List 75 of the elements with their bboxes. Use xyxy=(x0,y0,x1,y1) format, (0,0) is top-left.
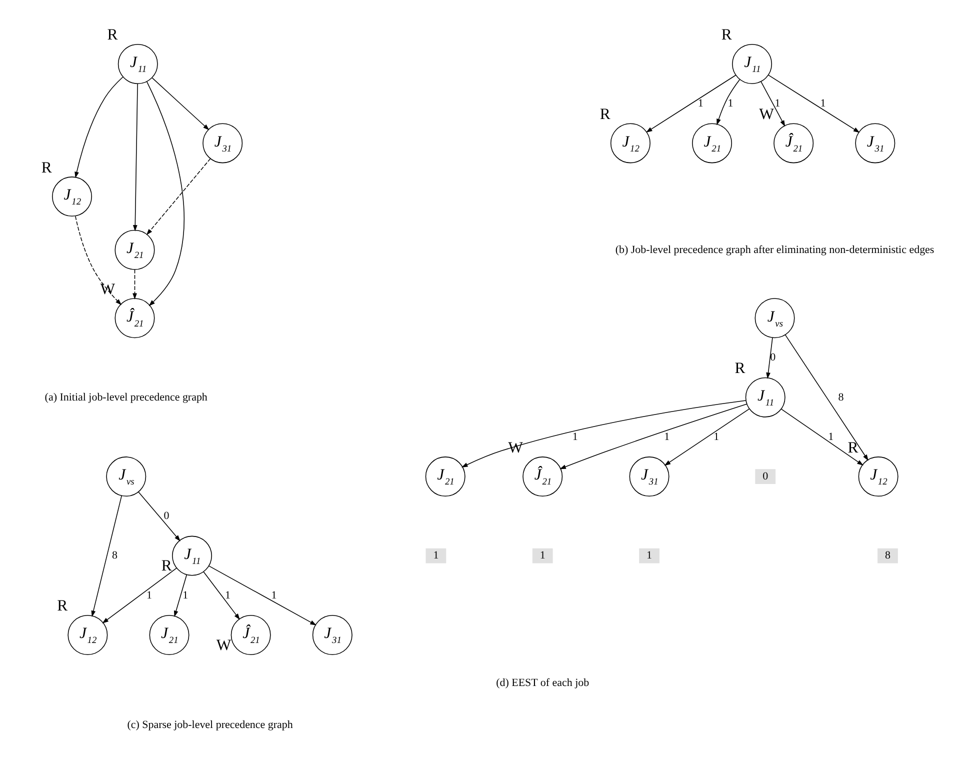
node-circle: J$_{21}$ xyxy=(692,122,732,163)
node-circle: J$_{31}$ xyxy=(312,614,352,654)
node-label: R xyxy=(600,105,610,122)
edge-label: 1 xyxy=(146,588,152,601)
node-circle: Ĵ$_{21}$ xyxy=(522,456,563,496)
arrow xyxy=(75,215,122,305)
node-circle: J$_{31}$ xyxy=(855,122,896,163)
arrow xyxy=(560,403,748,469)
arrow xyxy=(203,571,240,620)
node-box: 1 xyxy=(426,548,446,563)
edge-label: 1 xyxy=(828,430,834,442)
arrow xyxy=(74,76,124,178)
node-label: R xyxy=(107,26,118,44)
edge-label: 0 xyxy=(770,351,776,364)
arrow xyxy=(766,336,773,378)
node-circle: J$_{11}$ xyxy=(732,44,772,84)
edge-label: 1 xyxy=(224,588,230,601)
label: (a) Initial job-level precedence graph xyxy=(44,390,208,403)
edge-label: 1 xyxy=(728,97,734,110)
node-box: 1 xyxy=(532,548,553,563)
node-circle: J$_{12}$ xyxy=(610,122,650,163)
arrow xyxy=(174,574,188,616)
node-circle: J$_{21}$ xyxy=(425,456,466,496)
node-circle: J$_{vs}$ xyxy=(106,456,146,496)
edge-label: 1 xyxy=(774,97,780,110)
node-box: 0 xyxy=(755,468,776,484)
node-circle: J$_{12}$ xyxy=(52,176,92,216)
node-circle: J$_{21}$ xyxy=(149,614,190,654)
node-label: W xyxy=(216,636,232,654)
arrow xyxy=(716,78,740,125)
node-label: R xyxy=(161,557,172,574)
node-circle: J$_{vs}$ xyxy=(754,298,795,338)
node-box: 8 xyxy=(878,548,898,563)
arrow xyxy=(461,400,746,467)
arrow xyxy=(132,82,138,231)
arrow xyxy=(784,334,868,460)
node-label: W xyxy=(100,280,116,298)
node-label: R xyxy=(848,438,858,456)
arrow xyxy=(768,74,860,132)
node-circle: Ĵ$_{21}$ xyxy=(774,122,814,163)
node-circle: J$_{11}$ xyxy=(118,44,158,84)
node-circle: J$_{31}$ xyxy=(629,456,670,496)
arrow xyxy=(146,80,184,306)
node-label: W xyxy=(759,105,774,122)
label: (d) EEST of each job xyxy=(496,676,590,688)
edge-label: 0 xyxy=(164,510,170,522)
node-circle: Ĵ$_{21}$ xyxy=(230,614,271,654)
label: (c) Sparse job-level precedence graph xyxy=(127,718,293,731)
node-label: R xyxy=(721,26,732,44)
edge-label: 1 xyxy=(572,430,578,442)
edge-label: 1 xyxy=(820,97,826,110)
label: (b) Job-level precedence graph after eliminating non-deterministic edges xyxy=(615,243,934,256)
arrow xyxy=(780,408,864,466)
arrow xyxy=(152,77,210,130)
node-label: R xyxy=(41,158,52,176)
edge-label: 1 xyxy=(698,97,704,110)
arrow xyxy=(91,495,122,617)
arrow xyxy=(664,408,750,466)
arrow xyxy=(146,158,211,235)
edge-label: 1 xyxy=(182,588,188,601)
node-label: R xyxy=(734,360,746,377)
arrow xyxy=(208,565,316,625)
edge-label: 1 xyxy=(664,430,670,442)
node-label: R xyxy=(57,597,68,614)
edge-label: 8 xyxy=(112,549,118,562)
arrow xyxy=(102,567,178,623)
arrow xyxy=(138,491,180,541)
node-circle: J$_{11}$ xyxy=(745,376,786,417)
node-box: 1 xyxy=(639,548,660,563)
arrow xyxy=(760,80,786,126)
edge-label: 1 xyxy=(714,430,720,442)
arrow xyxy=(132,268,137,300)
edge-label: 8 xyxy=(838,390,844,403)
edge-label: 1 xyxy=(271,588,277,601)
arrow xyxy=(646,74,736,132)
